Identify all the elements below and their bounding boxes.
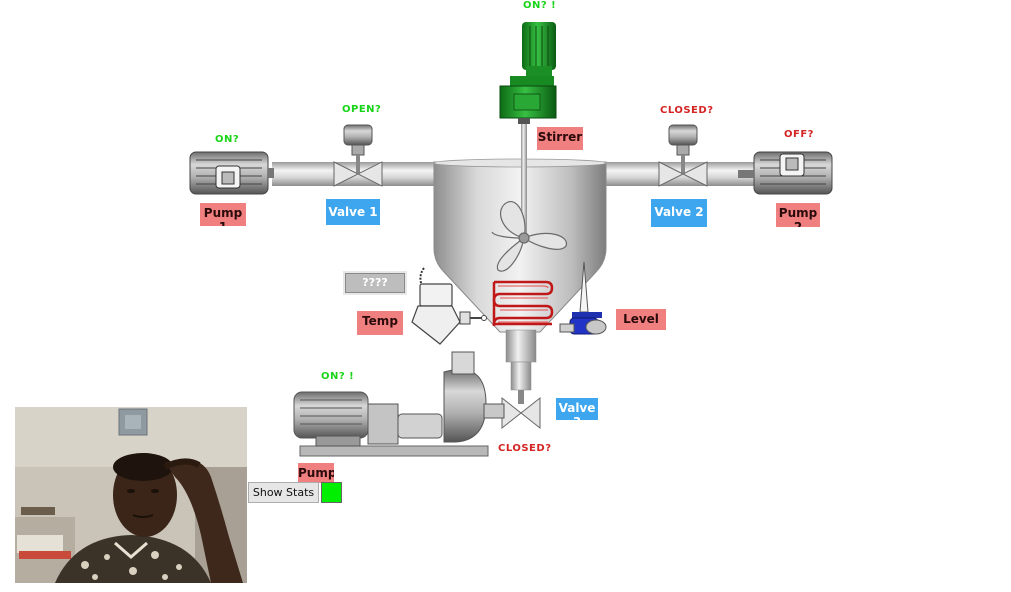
level-sensor-icon[interactable] xyxy=(559,261,607,335)
heating-coil-icon xyxy=(492,280,554,326)
temp-tag[interactable]: Temp xyxy=(357,311,403,335)
valve2-status: CLOSED? xyxy=(660,105,714,116)
temperature-readout: ???? xyxy=(343,271,407,295)
pump3-tag[interactable]: Pump xyxy=(298,463,334,483)
valve2-tag[interactable]: Valve 2 xyxy=(651,199,707,227)
stats-indicator-led xyxy=(321,482,342,503)
pump-motor-icon[interactable] xyxy=(189,151,274,195)
valve-icon[interactable] xyxy=(658,124,708,187)
temperature-sensor-icon[interactable] xyxy=(411,267,487,345)
valve1-tag[interactable]: Valve 1 xyxy=(326,199,380,225)
valve3-status: CLOSED? xyxy=(498,443,552,454)
level-tag[interactable]: Level xyxy=(616,309,666,330)
pump1-tag[interactable]: Pump 1 xyxy=(200,203,246,226)
pump-motor-icon[interactable] xyxy=(738,151,833,195)
valve3-tag[interactable]: Valve 3 xyxy=(556,398,598,420)
webcam-person-image xyxy=(15,407,247,583)
valve-icon[interactable] xyxy=(501,390,541,430)
stirrer-status: ON? ! xyxy=(523,0,557,11)
pump2-status: OFF? xyxy=(784,129,814,140)
stirrer-tag[interactable]: Stirrer xyxy=(537,127,583,150)
propeller-icon xyxy=(491,201,567,272)
pump2-tag[interactable]: Pump 2 xyxy=(776,203,820,227)
show-stats-button[interactable]: Show Stats xyxy=(248,482,319,503)
valve1-status: OPEN? xyxy=(342,104,382,115)
pump1-status: ON? xyxy=(215,134,240,145)
valve-icon[interactable] xyxy=(333,124,383,187)
stirrer-motor-icon[interactable] xyxy=(499,22,557,124)
centrifugal-pump-icon[interactable] xyxy=(293,351,505,457)
pump3-status: ON? ! xyxy=(321,371,355,382)
